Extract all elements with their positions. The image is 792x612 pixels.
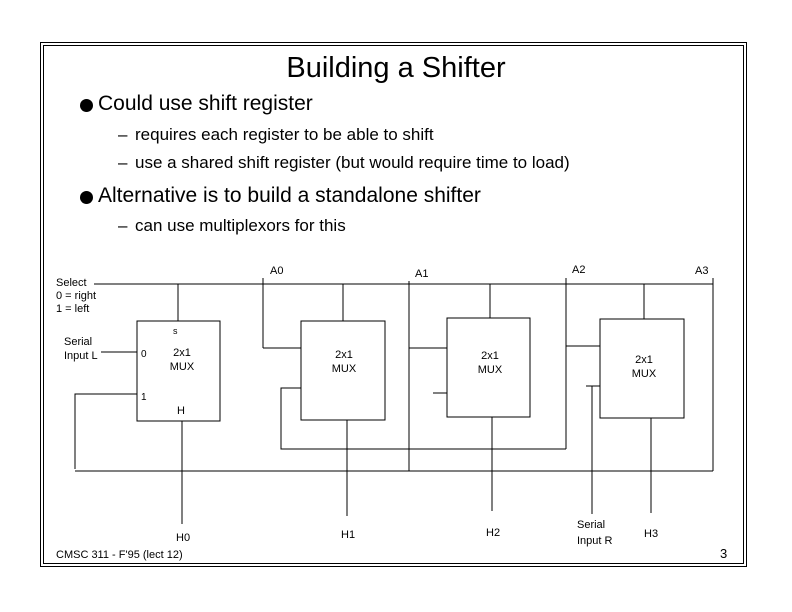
sub-bullet-1-2: – use a shared shift register (but would…: [118, 153, 570, 173]
footer-text: CMSC 311 - F'95 (lect 12): [56, 549, 183, 561]
sub-bullet-1-1-text: requires each register to be able to shi…: [135, 125, 434, 144]
serial-r-label-1: Serial: [577, 519, 605, 531]
select-left-label: 1 = left: [56, 303, 89, 315]
output-label-h0: H0: [176, 532, 190, 544]
sub-bullet-1-1: – requires each register to be able to s…: [118, 125, 434, 145]
mux0-label-1: 2x1: [173, 347, 191, 359]
mux2-label-2: MUX: [478, 364, 503, 376]
mux1-label-1: 2x1: [335, 349, 353, 361]
mux0-s-label: s: [173, 326, 178, 336]
dash-icon: –: [118, 125, 128, 144]
output-label-h1: H1: [341, 529, 355, 541]
bullet-1-text: Could use shift register: [98, 92, 313, 115]
sub-bullet-2-1-text: can use multiplexors for this: [135, 216, 346, 235]
serial-r-label-2: Input R: [577, 535, 613, 547]
page-number: 3: [720, 546, 728, 561]
serial-l-label-2: Input L: [64, 350, 98, 362]
serial-l-label-1: Serial: [64, 336, 92, 348]
select-right-label: 0 = right: [56, 290, 96, 302]
mux1-label-2: MUX: [332, 363, 357, 375]
mux0-in0-label: 0: [141, 349, 147, 360]
sub-bullet-1-2-text: use a shared shift register (but would r…: [135, 153, 570, 172]
dash-icon: –: [118, 216, 128, 235]
sub-bullet-2-1: – can use multiplexors for this: [118, 216, 346, 236]
mux0-label-2: MUX: [170, 361, 195, 373]
output-label-h3: H3: [644, 528, 658, 540]
a2-return-wire: [280, 387, 566, 450]
input-label-a3: A3: [695, 265, 708, 277]
bullet-2-text: Alternative is to build a standalone shi…: [98, 184, 481, 207]
input-label-a1: A1: [415, 268, 428, 280]
bullet-dot-icon: [80, 191, 93, 204]
mux-box-1: [300, 320, 386, 421]
mux3-label-1: 2x1: [635, 354, 653, 366]
bullet-dot-icon: [80, 99, 93, 112]
mux3-label-2: MUX: [632, 368, 657, 380]
select-label: Select: [56, 277, 87, 289]
mux-box-3: [599, 318, 685, 419]
slide-title: Building a Shifter: [286, 52, 506, 84]
slide-frame-outer: [40, 42, 747, 567]
mux-box-0: [136, 320, 221, 422]
mux2-label-1: 2x1: [481, 350, 499, 362]
mux0-in1-label: 1: [141, 392, 147, 403]
mux-box-2: [446, 317, 531, 418]
mux0-h-label: H: [177, 405, 185, 417]
slide-frame-inner: [43, 45, 744, 564]
mux0-in1-wire: [74, 393, 137, 469]
dash-icon: –: [118, 153, 128, 172]
bullet-1: Could use shift register: [80, 92, 313, 116]
input-label-a2: A2: [572, 264, 585, 276]
bullet-2: Alternative is to build a standalone shi…: [80, 184, 481, 208]
output-label-h2: H2: [486, 527, 500, 539]
input-label-a0: A0: [270, 265, 283, 277]
